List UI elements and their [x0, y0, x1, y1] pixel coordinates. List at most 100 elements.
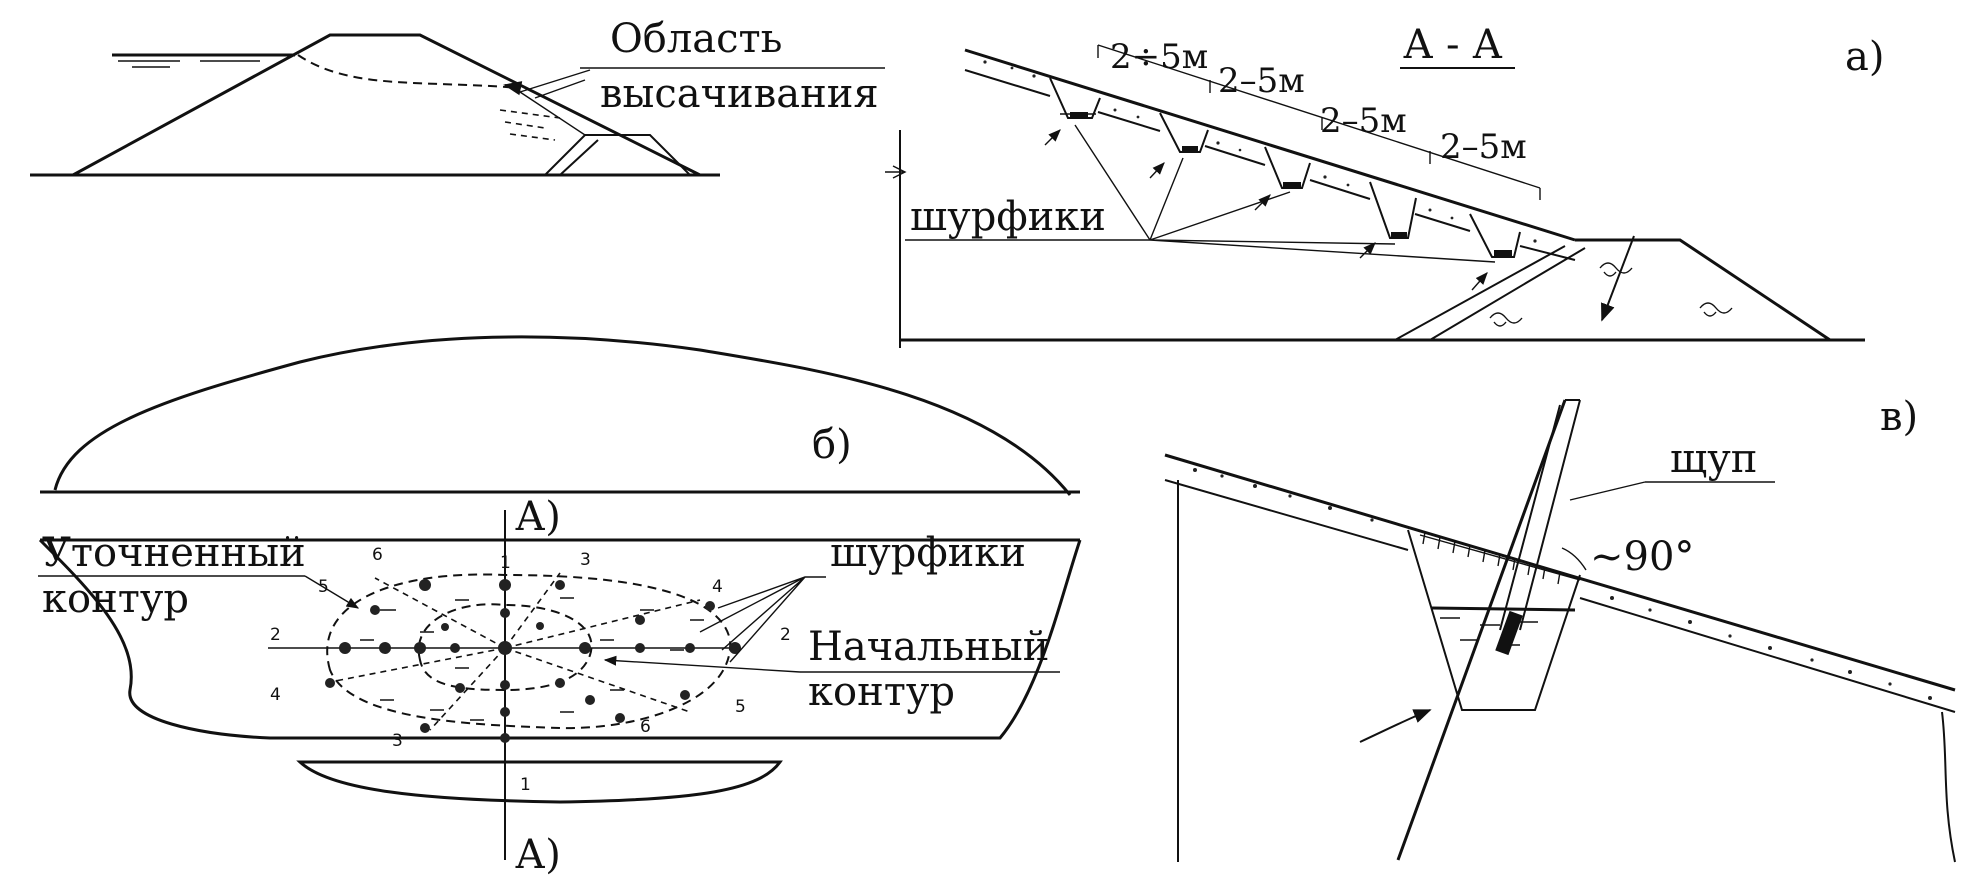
pit-5	[1469, 213, 1521, 258]
panel-a-letter: а)	[1845, 34, 1884, 80]
pit-point	[635, 615, 645, 625]
pit-profile	[1407, 529, 1581, 711]
right-angle-arc	[1561, 547, 1587, 571]
ray-number-4-right: 4	[712, 577, 723, 597]
pit-point	[500, 680, 510, 690]
upper-mound-outline	[53, 335, 1072, 496]
pit-point	[685, 643, 695, 653]
ray-number-3-bottom: 3	[392, 731, 403, 751]
initial-contour	[417, 603, 593, 692]
pit-point	[419, 579, 431, 591]
ray-number-6-left: 6	[372, 545, 383, 565]
probe-rod	[1396, 399, 1567, 861]
berm-outline	[38, 538, 1082, 740]
pit-point	[499, 579, 511, 591]
slope-surface	[964, 48, 1576, 242]
hatched-edge	[1419, 531, 1581, 585]
pit-point	[500, 707, 510, 717]
downstream-berm	[544, 134, 691, 176]
ray-number-1-bottom: 1	[520, 775, 531, 795]
slope-lower-surface	[1164, 479, 1956, 713]
pit-point	[500, 733, 510, 743]
pit-point	[500, 608, 510, 618]
ray-numbers: 1 1 2 2 3 3 4 4 5 5 6 6	[270, 545, 791, 795]
pit-point	[585, 695, 595, 705]
pit-point	[498, 641, 512, 655]
ray-number-3-top: 3	[580, 550, 591, 570]
panel-b: б) А) А) 1 1 2 2 3 3 4 4 5	[38, 335, 1082, 878]
panel-a: А - А а) 2÷5м 2–5м 2–5м 2–5м шурфики	[885, 22, 1884, 348]
soil-specks	[1193, 468, 1932, 700]
ray-number-5-right: 5	[735, 697, 746, 717]
inflow-arrow-1	[1044, 129, 1061, 146]
ray-number-1-top: 1	[500, 553, 511, 573]
dash-fill	[360, 597, 704, 721]
pit-point	[414, 642, 426, 654]
pit-point	[325, 678, 335, 688]
inflow-arrow-2	[1149, 162, 1165, 179]
seepage-area-label-line1: Область	[610, 16, 782, 62]
angle-label: ~90°	[1590, 534, 1694, 580]
inflow-arrow-4	[1359, 242, 1376, 259]
panel-v-letter: в)	[1880, 394, 1918, 440]
pit-point	[441, 623, 449, 631]
pit-1	[1049, 77, 1101, 119]
pit-inflow-arrow	[1359, 709, 1432, 743]
spacing-label-3: 2–5м	[1320, 101, 1407, 141]
pit-point	[370, 605, 380, 615]
dam-cross-section: Область высачивания	[30, 16, 885, 177]
section-label-bottom: А)	[515, 832, 561, 878]
refined-contour-label-line1: Уточненный	[42, 530, 306, 576]
pit-point	[339, 642, 351, 654]
inflow-arrow-3	[1254, 194, 1271, 211]
pit-point	[455, 683, 465, 693]
stone-symbols	[1489, 262, 1733, 327]
probe-push-arrow	[1601, 235, 1635, 322]
probe-tip-marker	[1495, 610, 1523, 656]
slope-lower-edge	[964, 69, 1576, 261]
phreatic-line	[297, 54, 521, 89]
ray-number-2-right: 2	[780, 625, 791, 645]
toe-drain	[1575, 238, 1831, 342]
pit-point	[379, 642, 391, 654]
section-label-top: А)	[515, 494, 561, 540]
spacing-label-1: 2÷5м	[1110, 37, 1208, 77]
pit-point	[555, 678, 565, 688]
refined-contour-label-line2: контур	[42, 576, 189, 622]
panel-b-letter: б)	[812, 422, 852, 468]
seepage-area-label-line2: высачивания	[600, 71, 879, 117]
pit-points	[325, 579, 741, 743]
lower-lens	[296, 760, 783, 804]
probe-label: щуп	[1670, 436, 1757, 482]
initial-contour-label-line1: Начальный	[808, 624, 1049, 670]
pits-label-a: шурфики	[910, 194, 1106, 240]
inflow-arrow-5	[1471, 272, 1488, 291]
pit-point	[420, 723, 430, 733]
pit-4	[1369, 181, 1417, 239]
pit-point	[615, 713, 625, 723]
ray-number-2-left: 2	[270, 625, 281, 645]
pit-3	[1264, 146, 1311, 189]
pit-point	[579, 642, 591, 654]
pit-point	[536, 622, 544, 630]
pit-2	[1159, 112, 1209, 153]
ray-number-4-left: 4	[270, 685, 281, 705]
section-title-a-a: А - А	[1403, 22, 1503, 68]
spacing-label-2: 2–5м	[1218, 61, 1305, 101]
refined-contour	[326, 573, 732, 730]
pit-point	[555, 580, 565, 590]
pit-point	[680, 690, 690, 700]
pit-point	[729, 642, 741, 654]
pit-point	[450, 643, 460, 653]
panel-v: в) щуп ~90°	[1164, 235, 1956, 863]
pits-label-b: шурфики	[830, 530, 1026, 576]
pit-point	[635, 643, 645, 653]
initial-contour-label-line2: контур	[808, 669, 955, 715]
spacing-label-4: 2–5м	[1440, 127, 1527, 167]
dam-profile	[72, 33, 701, 177]
dimension-line	[1097, 44, 1541, 189]
pit-water-level	[1431, 606, 1576, 612]
pit-point	[705, 601, 715, 611]
ray-number-6-right: 6	[640, 717, 651, 737]
